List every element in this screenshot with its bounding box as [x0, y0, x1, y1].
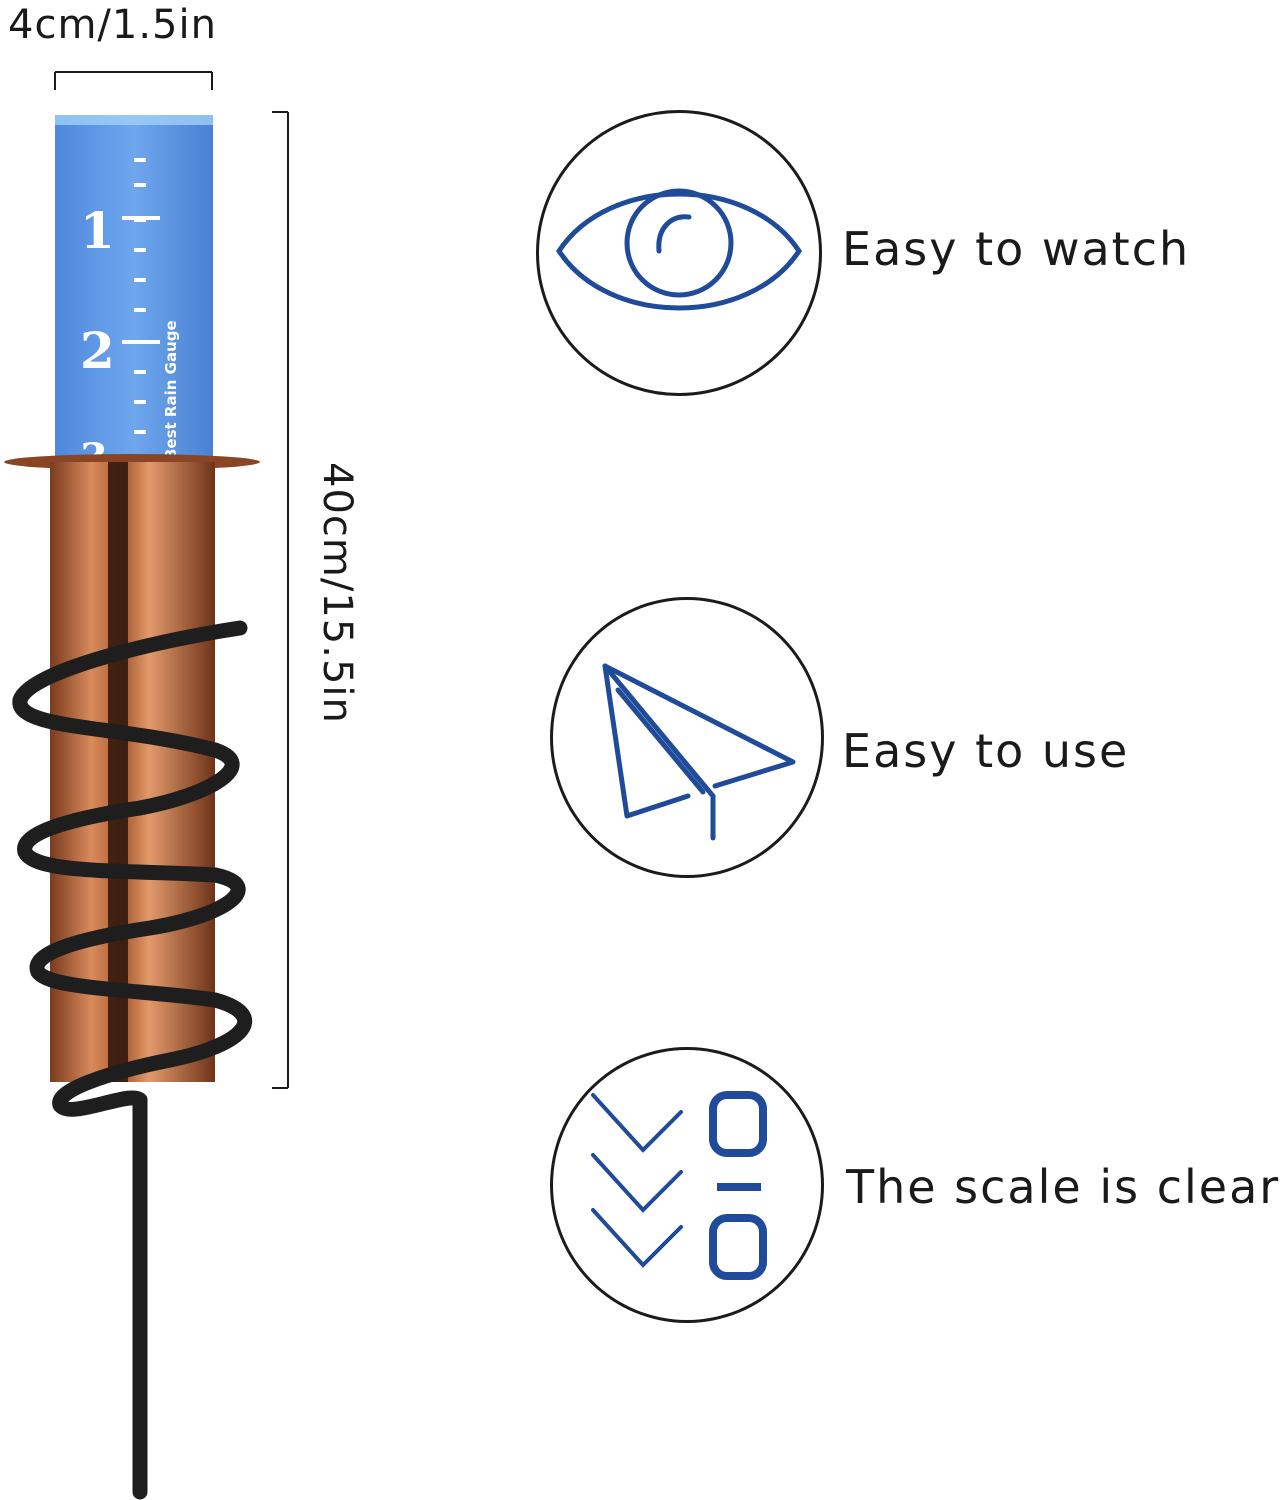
- scale-brand-text: Best Rain Gauge: [162, 320, 180, 460]
- feature-label-easy-to-use: Easy to use: [842, 724, 1130, 778]
- spiral-stake: [12, 620, 253, 1500]
- paper-plane-icon: [602, 663, 796, 841]
- scale-ticks: [122, 158, 160, 434]
- height-bracket: [272, 111, 289, 1089]
- feature-eye-circle: [536, 110, 822, 396]
- feature-label-scale-is-clear: The scale is clear: [846, 1160, 1281, 1214]
- feature-plane-circle: [550, 597, 824, 878]
- eye-icon: [556, 188, 802, 311]
- width-bracket: [54, 71, 213, 90]
- scale-icon: [591, 1091, 767, 1280]
- width-dimension-label: 4cm/1.5in: [8, 2, 217, 48]
- feature-label-easy-to-watch: Easy to watch: [842, 222, 1191, 276]
- scale-number-2: 2: [80, 321, 115, 380]
- measuring-tube: [55, 115, 213, 465]
- feature-scale-circle: [550, 1047, 824, 1323]
- rain-gauge-illustration: 1 2 3 Best Rain Gauge: [4, 71, 289, 1500]
- scale-number-1: 1: [80, 201, 115, 260]
